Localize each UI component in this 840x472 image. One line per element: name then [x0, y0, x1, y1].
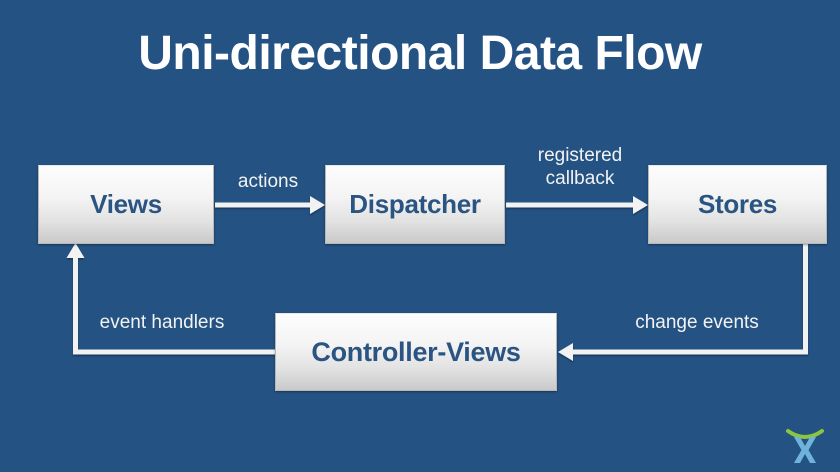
node-controller-views[interactable]: Controller-Views [275, 313, 557, 391]
edge-controller-views-to-views [66, 243, 276, 355]
node-controller-views-label: Controller-Views [311, 336, 521, 367]
node-dispatcher-label: Dispatcher [349, 189, 481, 219]
edge-stores-to-controller-views [558, 244, 808, 361]
edge-views-to-dispatcher [215, 196, 325, 214]
edge-label-actions: actions [237, 171, 299, 192]
edge-label-change-events: change events [635, 312, 759, 333]
node-stores-label: Stores [697, 189, 778, 219]
node-stores[interactable]: Stores [648, 165, 827, 244]
node-views[interactable]: Views [38, 165, 214, 244]
page-title: Uni-directional Data Flow [138, 27, 702, 80]
x-logo-icon [786, 429, 824, 463]
node-views-label: Views [90, 189, 162, 219]
node-dispatcher[interactable]: Dispatcher [325, 165, 505, 244]
edge-dispatcher-to-stores [506, 196, 648, 214]
edge-label-registered-callback: registered callback [537, 145, 623, 190]
edge-label-event-handlers: event handlers [99, 312, 225, 333]
